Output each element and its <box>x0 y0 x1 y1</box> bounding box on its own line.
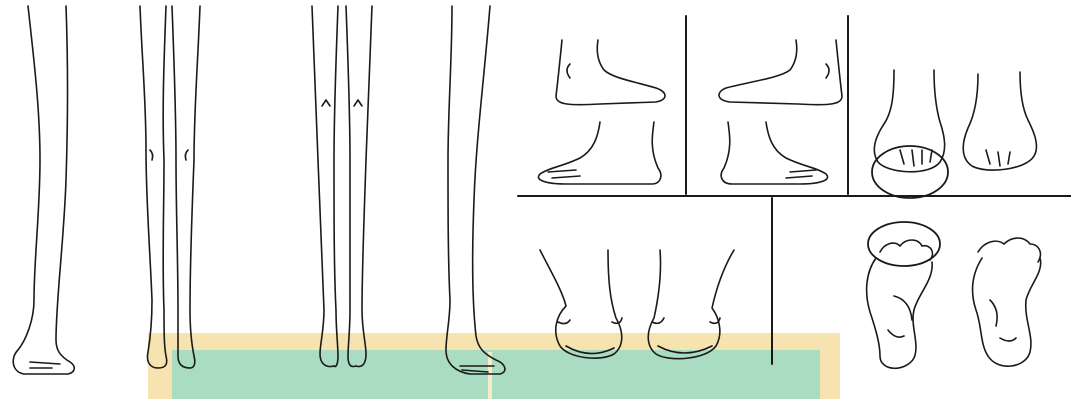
sole-right-toes <box>978 238 1040 262</box>
foot-top <box>719 40 842 105</box>
leg-left-inner <box>334 6 338 367</box>
sole-left-toes <box>880 240 932 260</box>
sole-left <box>867 258 933 368</box>
knee-marks <box>150 150 188 160</box>
leg-side-left <box>13 6 74 374</box>
feet-inner-side-right <box>719 40 842 184</box>
feet-front-view <box>874 70 1036 172</box>
leg-outline-front <box>13 6 74 374</box>
heel-right-detail <box>652 318 720 323</box>
foot-top-ankle <box>826 64 829 78</box>
feet-sole-view <box>867 238 1041 368</box>
legs-front <box>140 6 200 368</box>
highlight-divider <box>488 352 492 399</box>
sole-right-arch <box>990 300 1016 341</box>
foot-bottom <box>538 122 660 184</box>
leg-left-outer <box>312 6 334 367</box>
heel-left-detail <box>558 318 622 324</box>
callout-circle-toes-sole <box>868 222 940 266</box>
feet-inner-side-left <box>538 40 665 184</box>
leg-right-outer <box>190 6 200 368</box>
foot-bottom-toes <box>786 170 816 178</box>
leg-right-inner <box>346 6 356 367</box>
foot-left-toes <box>900 150 932 166</box>
leg-side-right <box>446 6 505 374</box>
knee-back-marks <box>322 100 362 106</box>
foot-top-ankle <box>567 64 570 78</box>
leg-left-inner <box>158 6 167 368</box>
foot-bottom-toes <box>548 170 580 178</box>
foot-bottom <box>721 122 827 184</box>
leg-left-outer <box>140 6 158 368</box>
sole-left-arch <box>888 296 912 337</box>
legs-back <box>312 6 372 367</box>
leg-right-inner <box>172 6 190 368</box>
sole-right <box>973 258 1041 366</box>
foot-right <box>963 72 1036 170</box>
leg-right-outer <box>356 6 372 367</box>
foot-right-toes <box>986 150 1010 166</box>
panel-dividers <box>518 16 1071 364</box>
leg-toe-detail <box>30 362 60 368</box>
foot-left <box>874 70 944 172</box>
foot-top <box>556 40 665 105</box>
leg-outline <box>446 6 505 374</box>
